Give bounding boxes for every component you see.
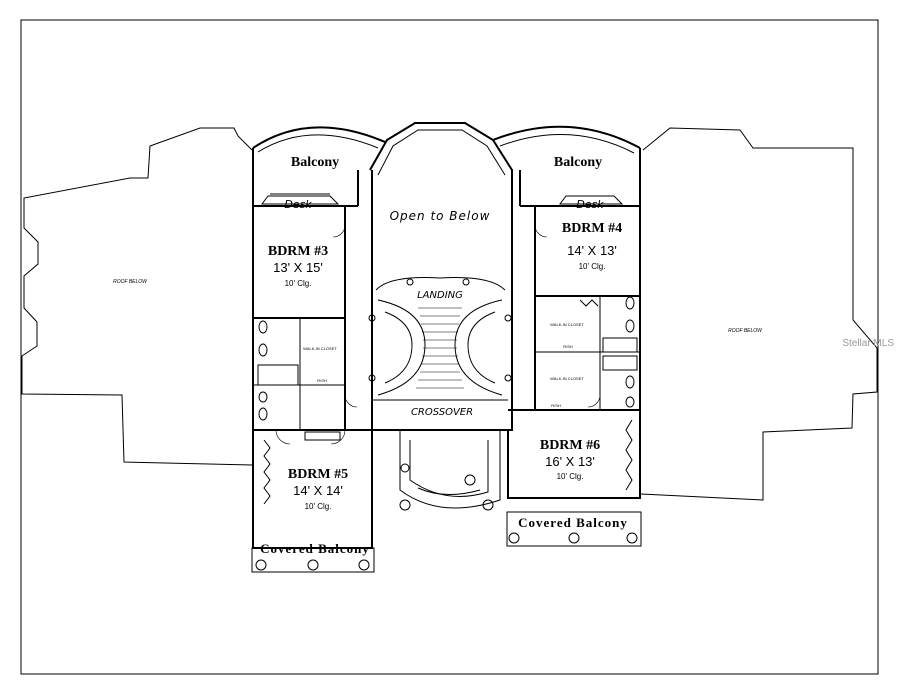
walkin-closet-right-bottom-label: WALK-IN CLOSET	[550, 376, 584, 381]
bdrm5-ceiling: 10' Clg.	[305, 502, 332, 511]
column	[508, 532, 520, 544]
shelf-rod-label: R/SH	[563, 344, 573, 349]
covered-balcony-right	[506, 511, 642, 547]
door-swing	[344, 394, 358, 408]
door-swing	[534, 224, 548, 238]
closet-door-bdrm4	[579, 299, 599, 307]
bdrm6-name: BDRM #6	[540, 438, 600, 453]
stair-right	[454, 299, 503, 396]
column	[399, 499, 411, 511]
tub-right-2	[602, 355, 638, 371]
page-frame	[20, 19, 879, 675]
bdrm4-size: 14' X 13'	[567, 243, 617, 258]
toilet-icon	[625, 319, 635, 333]
walkin-closet-right-top-label: WALK-IN CLOSET	[550, 322, 584, 327]
door-swing	[332, 224, 346, 238]
stair-right-inner	[467, 311, 496, 384]
bdrm5-name: BDRM #5	[288, 467, 348, 482]
covered-balcony-left	[251, 547, 375, 573]
landing-curve	[375, 277, 506, 291]
column	[255, 559, 267, 571]
toilet-icon	[258, 407, 268, 421]
walkin-closet-left-label: WALK-IN CLOSET	[303, 346, 337, 351]
crossover-label: CROSSOVER	[411, 407, 473, 418]
toilet-icon	[258, 343, 268, 357]
roof-outline-left	[21, 127, 253, 466]
open-to-below-label: Open to Below	[390, 209, 491, 223]
portico-steps	[417, 487, 481, 496]
balcony-right-label: Balcony	[554, 155, 602, 170]
column	[358, 559, 370, 571]
balcony-rail-right	[499, 134, 635, 154]
toilet-icon	[625, 296, 635, 310]
tub-right	[602, 337, 638, 353]
shelf-rod-label: R/SH	[317, 378, 327, 383]
covered-balcony-right-label: Covered Balcony	[518, 515, 628, 530]
balcony-left-label: Balcony	[291, 155, 339, 170]
desk-right-label: Desk	[576, 198, 604, 211]
bdrm3-name: BDRM #3	[268, 244, 328, 259]
balcony-rail-left	[257, 134, 379, 153]
door-swing	[587, 394, 601, 408]
toilet-icon	[625, 396, 635, 408]
column	[504, 374, 512, 382]
center-bay	[369, 122, 513, 431]
bdrm5-size: 14' X 14'	[293, 483, 343, 498]
balcony-arch-left	[252, 126, 386, 149]
toilet-icon	[258, 320, 268, 334]
bdrm3-ceiling: 10' Clg.	[285, 279, 312, 288]
shelf-rod-label: R/SH	[551, 403, 561, 408]
bdrm6-size: 16' X 13'	[545, 454, 595, 469]
column	[368, 374, 376, 382]
column	[464, 474, 476, 486]
wall-right-wing	[507, 148, 641, 499]
bdrm4-name: BDRM #4	[562, 221, 622, 236]
landing-label: LANDING	[417, 290, 463, 301]
center-bay-inner	[377, 129, 506, 176]
column	[462, 278, 470, 286]
column	[368, 314, 376, 322]
bdrm6-ceiling: 10' Clg.	[557, 472, 584, 481]
toilet-icon	[258, 391, 268, 403]
column	[504, 314, 512, 322]
bdrm4-ceiling: 10' Clg.	[579, 262, 606, 271]
column	[400, 463, 410, 473]
column	[626, 532, 638, 544]
column	[406, 278, 414, 286]
column	[482, 499, 494, 511]
door-swing	[330, 429, 346, 445]
roof-below-left-label: ROOF BELOW	[113, 279, 148, 285]
roof-below-right-label: ROOF BELOW	[728, 328, 763, 334]
door-swing	[275, 429, 291, 445]
desk-left-label: Desk	[284, 198, 312, 211]
cabinet-left	[304, 431, 341, 441]
column	[307, 559, 319, 571]
covered-balcony-left-label: Covered Balcony	[260, 541, 370, 556]
toilet-icon	[625, 375, 635, 389]
portico-inner	[409, 440, 489, 497]
stair-treads	[416, 307, 464, 389]
stair-left-inner	[384, 311, 413, 384]
stair-left	[377, 299, 426, 396]
watermark: Stellar MLS	[842, 338, 894, 349]
column	[568, 532, 580, 544]
desk-left	[261, 195, 340, 205]
bdrm3-size: 13' X 15'	[273, 260, 323, 275]
closet-door-right	[625, 419, 633, 491]
bath-fixture-left	[257, 364, 299, 386]
balcony-arch-right	[492, 125, 641, 149]
desk-right	[559, 195, 624, 205]
roof-outline-right	[640, 127, 878, 501]
closet-door-left	[263, 439, 271, 505]
portico-outer	[399, 430, 501, 509]
